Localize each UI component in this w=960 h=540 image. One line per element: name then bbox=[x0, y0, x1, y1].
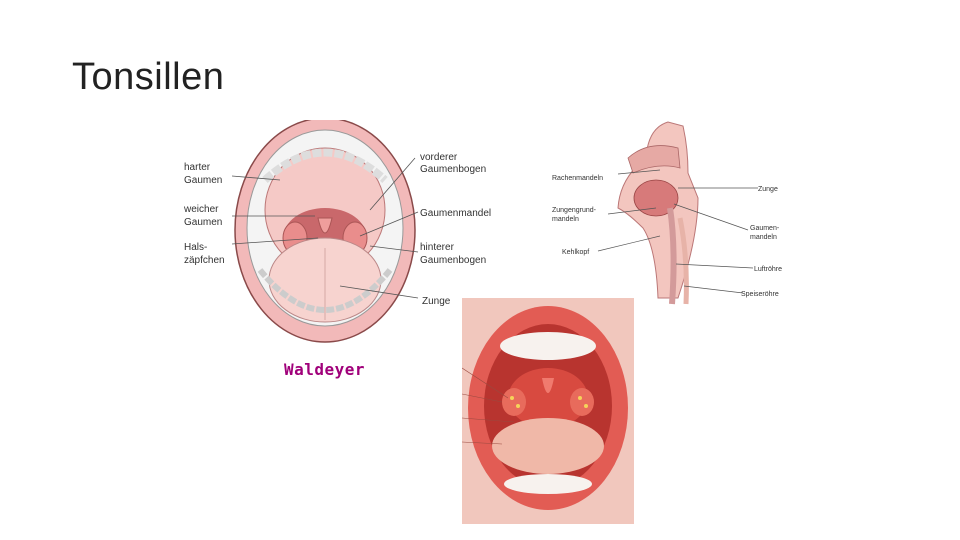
photo-left-tonsil bbox=[502, 388, 526, 416]
label-luftroehre: Luftröhre bbox=[754, 266, 782, 273]
label-gaumen-2: mandeln bbox=[750, 234, 777, 241]
photo-lower-teeth bbox=[504, 474, 592, 494]
photo-tongue bbox=[492, 418, 604, 474]
label-gaumen-1: Gaumen- bbox=[750, 225, 780, 232]
label-gaumenmandel: Gaumenmandel bbox=[420, 208, 491, 219]
mouth-photo bbox=[462, 298, 634, 524]
label-speiseroehre: Speiseröhre bbox=[741, 291, 779, 298]
label-weicher-2: Gaumen bbox=[184, 217, 222, 228]
label-zungengrund-1: Zungengrund- bbox=[552, 207, 597, 214]
slide-title: Tonsillen bbox=[72, 56, 224, 99]
photo-upper-teeth bbox=[500, 332, 596, 360]
label-hals-2: zäpfchen bbox=[184, 255, 225, 266]
caption-waldeyer: Waldeyer bbox=[284, 360, 365, 379]
label-weicher-1: weicher bbox=[183, 204, 219, 215]
label-harter-1: harter bbox=[184, 162, 211, 173]
label-hinterer-1: hinterer bbox=[420, 242, 455, 253]
label-hinterer-2: Gaumenbogen bbox=[420, 255, 486, 266]
label-harter-2: Gaumen bbox=[184, 175, 222, 186]
photo-right-tonsil bbox=[570, 388, 594, 416]
label-zunge-right: Zunge bbox=[758, 186, 778, 193]
label-rachenmandeln: Rachenmandeln bbox=[552, 175, 603, 182]
label-vorderer-1: vorderer bbox=[420, 152, 458, 163]
label-zunge: Zunge bbox=[422, 296, 451, 307]
label-kehlkopf: Kehlkopf bbox=[562, 249, 589, 256]
label-vorderer-2: Gaumenbogen bbox=[420, 164, 486, 175]
label-hals-1: Hals- bbox=[184, 242, 207, 253]
sagittal-section-diagram: Rachenmandeln Zungengrund- mandeln Kehlk… bbox=[548, 118, 798, 310]
label-zungengrund-2: mandeln bbox=[552, 216, 579, 223]
